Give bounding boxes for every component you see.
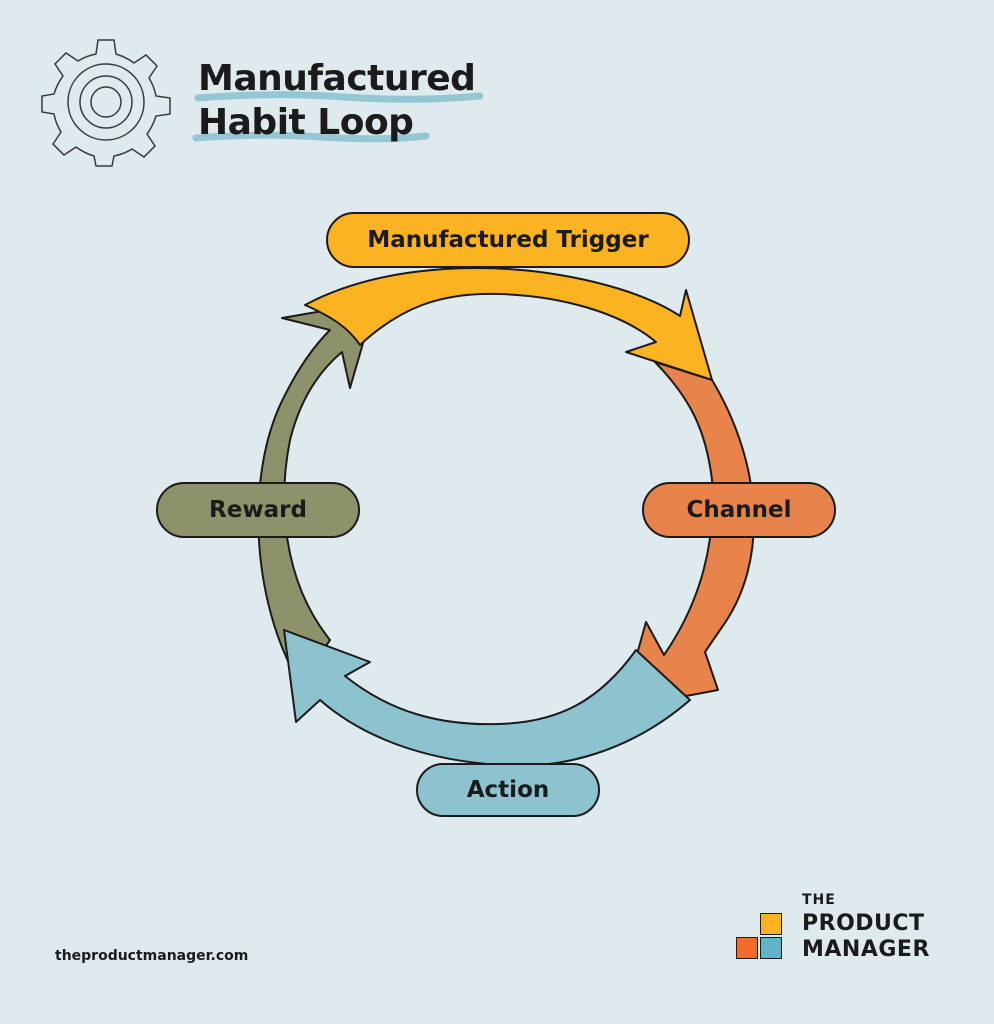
stage-action-label: Action [466,777,550,803]
trigger-arrow [304,267,713,381]
stage-reward: Reward [156,482,360,538]
title-line-2: Habit Loop [198,102,414,143]
title-underline-stroke [194,91,484,103]
stage-reward-label: Reward [209,497,307,523]
stage-channel: Channel [642,482,836,538]
title-underline-stroke [192,131,430,143]
stage-action: Action [416,763,600,817]
gear-icon [41,39,171,167]
stage-trigger: Manufactured Trigger [326,212,690,268]
stage-channel-label: Channel [686,497,792,523]
footer-url: theproductmanager.com [55,948,249,964]
action-arrow [283,629,691,767]
stage-trigger-label: Manufactured Trigger [367,227,649,253]
brand-name: THE PRODUCT MANAGER [802,893,930,961]
brand-the: THE [802,892,836,908]
brand-manager: MANAGER [802,937,930,962]
title-line-1: Manufactured [198,58,476,99]
brand-product: PRODUCT [802,911,925,936]
